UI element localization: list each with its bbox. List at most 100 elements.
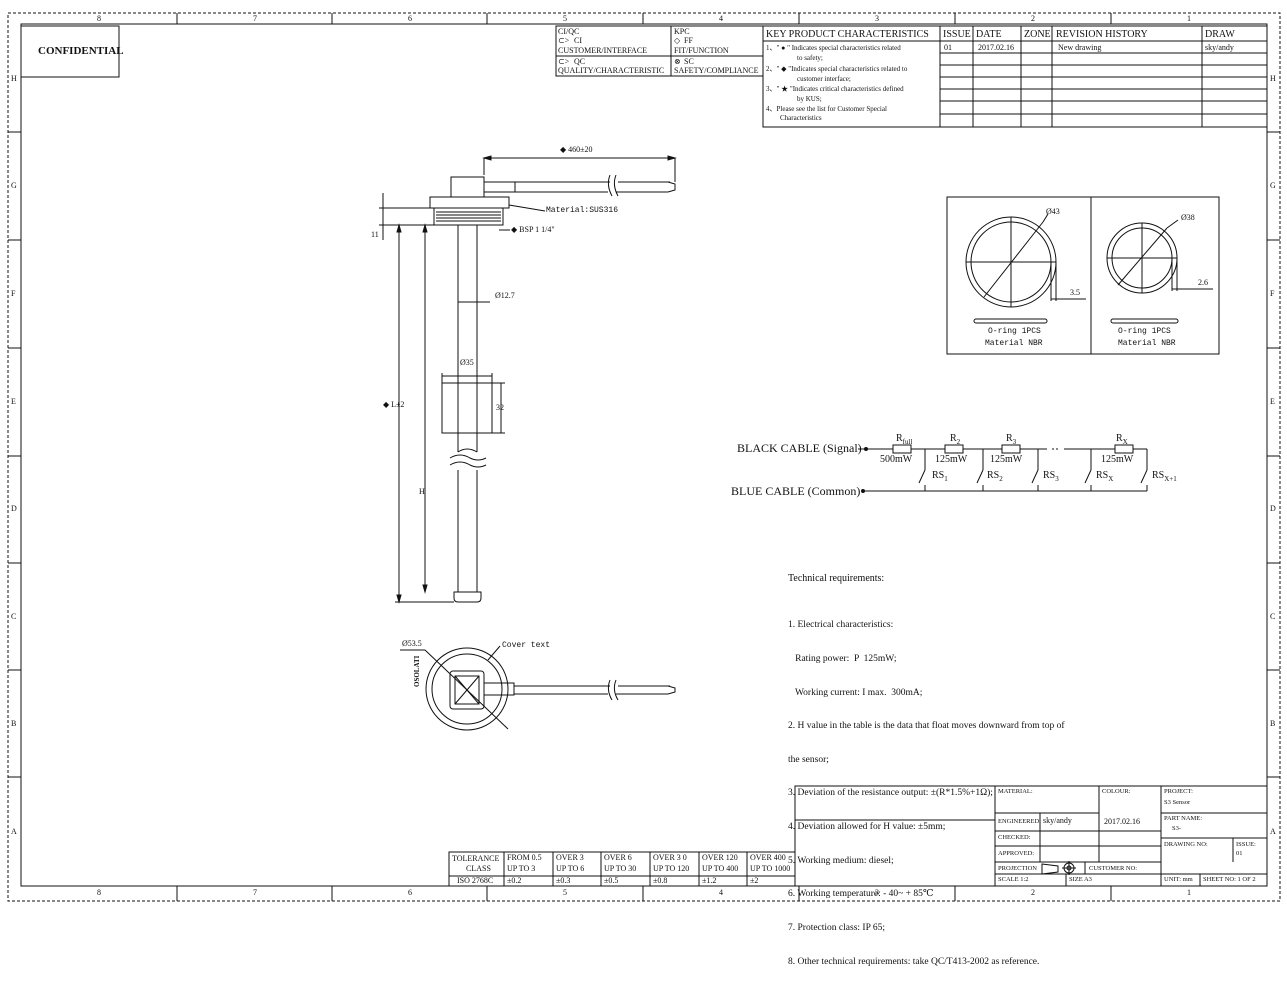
revision-header: DRAW [1205,29,1235,40]
zone-ticks [8,13,1280,901]
tolerance-class-label: CLASS [466,864,491,873]
sheet-label: SHEET NO: 1 OF 2 [1203,876,1256,883]
zone-col-label: 7 [253,888,257,897]
drawing-canvas [7,12,1281,902]
resistor-label: R3 [1006,433,1017,446]
tech-line: Rating power: P 125mW; [788,654,897,665]
tech-line: 1. Electrical characteristics: [788,620,894,631]
total-length-dim: ◆ L±2 [383,400,405,409]
confidential-box [20,25,120,78]
revision-header: ISSUE [943,29,971,40]
switch-label: RSX+1 [1152,470,1177,483]
zone-row-label: D [11,504,17,513]
tolerance-value: ±0.5 [604,876,619,885]
kpc-header: KEY PRODUCT CHARACTERISTICS [766,29,929,40]
zone-col-label: 1 [1187,14,1191,23]
ff-label: FF [684,36,693,45]
material-label: MATERIAL: [998,788,1033,795]
tolerance-value: ±0.8 [653,876,668,885]
qc-arrow-icon: ⊂> [558,57,570,66]
revision-header: REVISION HISTORY [1056,29,1148,40]
black-cable-label: BLACK CABLE (Signal) [737,441,862,455]
fit-function-label: FIT/FUNCTION [674,46,729,55]
part-name-value: S3- [1172,825,1182,832]
projection-label: PROJECTION [998,865,1038,872]
revision-header: DATE [976,29,1002,40]
kpc-item: 1、" ● " Indicates special characteristic… [766,44,901,52]
circuit-lines [858,444,1148,493]
title-block-grid [794,785,1268,887]
tolerance-range: UP TO 3 [507,864,536,873]
zone-row-label: D [1270,504,1276,513]
oring-material: Material NBR [985,339,1043,348]
sc-circle-icon: ⊗ [674,57,681,66]
ci-qc-label: CI/QC [558,27,580,36]
projection-icon [1041,863,1059,875]
tolerance-range: UP TO 1000 [750,864,791,873]
tolerance-class-label: TOLERANCE [452,854,500,863]
inner-border [20,23,1268,887]
project-value: S3 Sensor [1164,799,1191,806]
zone-row-label: E [11,397,16,406]
tolerance-grid [448,851,796,887]
zone-row-label: B [11,719,17,728]
float-height-dim: 32 [496,403,504,412]
zone-col-label: 3 [875,888,879,897]
zone-row-label: B [1270,719,1276,728]
zone-col-label: 4 [719,888,723,897]
safety-compliance-label: SAFETY/COMPLIANCE [674,66,759,75]
sc-label: SC [684,57,694,66]
kpc-item: 3、" ★ "Indicates critical characteristic… [766,85,904,93]
revision-issue: 01 [944,43,952,52]
zone-col-label: 8 [97,888,101,897]
oring-thickness: 3.5 [1070,288,1080,297]
zone-col-label: 7 [253,14,257,23]
zone-col-label: 5 [563,888,567,897]
zone-row-label: A [11,827,17,836]
oring-thickness: 2.6 [1198,278,1208,287]
zone-col-label: 5 [563,14,567,23]
kpc-item: 2、" ◆ "Indicates special characteristics… [766,65,908,73]
cable-length-dim: ◆ 460±20 [560,145,593,154]
revision-history: New drawing [1058,43,1102,52]
customer-interface-label: CUSTOMER/INTERFACE [558,46,648,55]
zone-col-label: 6 [408,888,412,897]
confidential-label: CONFIDENTIAL [38,45,124,57]
float-dia-dim: Ø35 [460,358,474,367]
tech-line: 3. Deviation of the resistance output: ±… [788,788,993,799]
zone-row-label: G [11,181,17,190]
drawing-no-label: DRAWING NO: [1164,841,1208,848]
checked-label: CHECKED: [998,834,1031,841]
customer-no-label: CUSTOMER NO: [1089,865,1138,872]
switch-label: RSX [1096,470,1114,483]
kpc-item: 4、Please see the list for Customer Speci… [766,105,887,113]
tech-line: the sensor; [788,754,829,765]
colour-label: COLOUR: [1102,788,1131,795]
revision-header: ZONE [1024,29,1051,40]
qc-label: QC [574,57,586,66]
kpc-item: to safety; [797,54,823,62]
kpc-item: by KUS; [797,95,822,103]
approved-label: APPROVED: [998,850,1035,857]
project-label: PROJECT: [1164,788,1193,795]
resistor-label: R2 [950,433,961,446]
tolerance-standard: ISO 2768C [457,876,494,885]
zone-col-label: 6 [408,14,412,23]
zone-row-label: C [11,612,17,621]
issue-label: ISSUE: [1236,841,1256,848]
oring-label: O-ring 1PCS [1118,327,1171,336]
tech-line: 6. Working temperature: - 40~ + 85℃ [788,889,934,900]
zone-col-label: 1 [1187,888,1191,897]
thread-dim: ◆ BSP 1 1/4" [511,225,555,234]
tolerance-range: OVER 120 [702,853,738,862]
oring-label: O-ring 1PCS [988,327,1041,336]
tolerance-range: UP TO 120 [653,864,690,873]
sensor-top-view [400,645,676,731]
tolerance-range: UP TO 30 [604,864,637,873]
engineered-label: ENGINEERED: [998,818,1041,825]
revision-grid [762,25,1268,128]
revision-date: 2017.02.16 [978,43,1014,52]
tolerance-range: FROM 0.5 [507,853,542,862]
cover-dia-dim: Ø53.5 [402,639,422,648]
engineered-value: sky/andy [1043,816,1072,825]
